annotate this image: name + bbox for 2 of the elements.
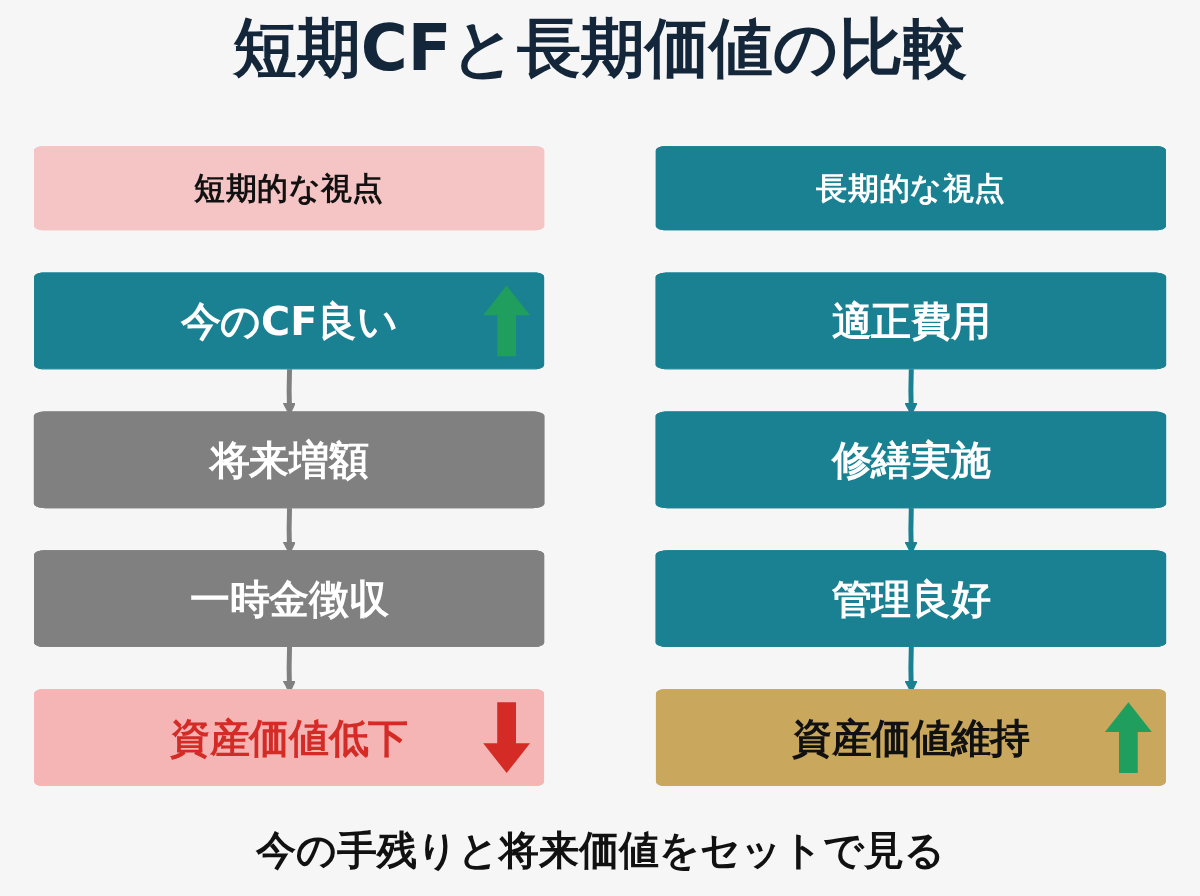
title: 短期CFと長期価値の比較 bbox=[232, 10, 968, 87]
caption: 今の手残りと将来価値をセットで見る bbox=[255, 826, 945, 875]
